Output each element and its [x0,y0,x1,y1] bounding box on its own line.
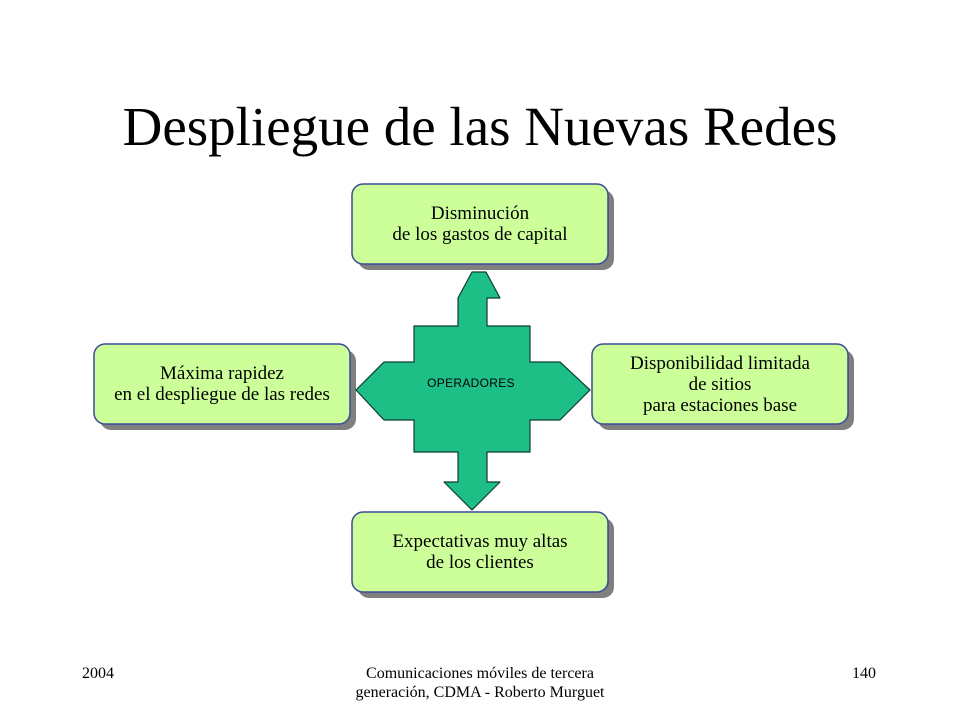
center-label: OPERADORES [427,376,515,390]
bottom-box-line-1: Expectativas muy altas [392,531,568,552]
footer-year: 2004 [82,665,114,682]
bottom-box: Expectativas muy altas de los clientes [352,512,608,592]
top-box: Disminución de los gastos de capital [352,184,608,264]
left-box: Máxima rapidez en el despliegue de las r… [94,344,350,424]
left-box-line-2: en el despliegue de las redes [114,384,330,405]
slide-title: Despliegue de las Nuevas Redes [122,96,838,157]
top-box-shape [351,183,609,265]
four-way-arrow [355,271,591,511]
right-box-line-2: de sitios [688,373,752,395]
left-box-shape [93,343,351,425]
top-box-line-1: Disminución [430,203,530,224]
right-box-shape [591,343,849,425]
footer-course: Comunicaciones móviles de tercera genera… [355,665,605,701]
bottom-box-line-2: de los clientes [426,552,534,573]
right-box: Disponibilidad limitada de sitios para e… [592,344,848,424]
top-box-line-2: de los gastos de capital [392,224,568,245]
left-box-line-1: Máxima rapidez [160,363,284,384]
right-box-line-1: Disponibilidad limitada [630,352,810,374]
footer-page-number: 140 [852,665,876,682]
right-box-line-3: para estaciones base [642,394,798,416]
bottom-box-shape [351,511,609,593]
